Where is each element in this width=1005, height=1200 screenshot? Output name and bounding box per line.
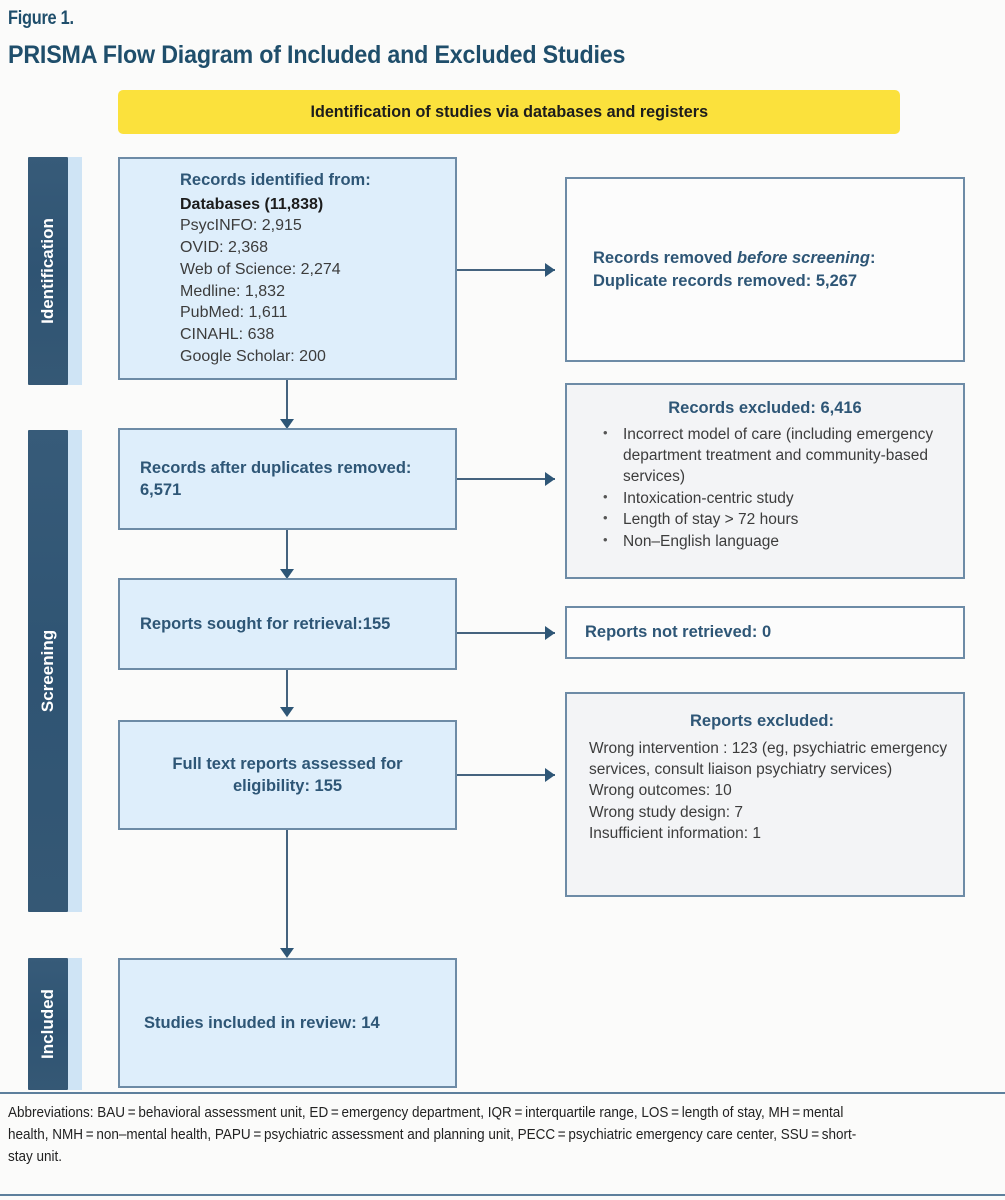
connector-line-fulltext-to-reportsexcluded [457, 774, 555, 776]
records-removed-line1: Records removed before screening: [593, 247, 949, 269]
reports-excluded-item-2: Wrong study design: 7 [589, 803, 743, 821]
stage-bar-identification: Identification [28, 157, 68, 385]
reports-excluded-item-0: Wrong intervention : 123 (eg, psychiatri… [589, 740, 948, 779]
reports-not-retrieved-text: Reports not retrieved: 0 [585, 623, 772, 642]
records-identified-line-0: Databases (11,838) [180, 195, 324, 213]
connector-arrow-identified-to-removed [545, 263, 555, 277]
reports-excluded-heading: Reports excluded: [690, 712, 834, 730]
records-identified-line-3: Web of Science: 2,274 [180, 260, 341, 278]
records-identified-heading: Records identified from: [180, 171, 371, 190]
records-excluded-list: Incorrect model of care (including emerg… [581, 424, 949, 553]
footer-divider-top [0, 1092, 1005, 1094]
figure-title: PRISMA Flow Diagram of Included and Excl… [8, 41, 626, 69]
connector-arrow-dedup-to-excluded [545, 472, 555, 486]
box-records-identified: Records identified from: Databases (11,8… [118, 157, 457, 380]
stage-label-identification: Identification [38, 218, 57, 324]
connector-line-sought-to-notretrieved [457, 632, 555, 634]
reports-excluded-item-3: Insufficient information: 1 [589, 824, 762, 842]
records-excluded-item-2: Length of stay > 72 hours [603, 509, 949, 531]
identification-banner-label: Identification of studies via databases … [310, 102, 708, 121]
records-excluded-item-3: Non–English language [603, 531, 949, 553]
box-records-removed: Records removed before screening: Duplic… [565, 177, 965, 362]
connector-line-dedup-to-sought [286, 530, 288, 576]
footer-divider-bottom [0, 1194, 1005, 1196]
stage-accent-included [68, 958, 82, 1090]
connector-arrow-identified-to-dedup [280, 419, 294, 429]
reports-sought-text: Reports sought for retrieval:155 [140, 614, 391, 633]
connector-arrow-fulltext-to-reportsexcluded [545, 768, 555, 782]
records-removed-line1-pre: Records removed [593, 249, 737, 268]
box-reports-excluded: Reports excluded: Wrong intervention : 1… [565, 692, 965, 897]
studies-included-text: Studies included in review: 14 [144, 1013, 380, 1032]
records-identified-line-1: PsycINFO: 2,915 [180, 217, 302, 235]
reports-excluded-list: Wrong intervention : 123 (eg, psychiatri… [589, 738, 949, 843]
records-identified-line-5: PubMed: 1,611 [180, 304, 288, 322]
stage-bar-included: Included [28, 958, 68, 1090]
records-excluded-heading: Records excluded: 6,416 [668, 399, 862, 417]
connector-line-sought-to-fulltext [286, 670, 288, 710]
box-records-excluded: Records excluded: 6,416 Incorrect model … [565, 383, 965, 579]
connector-line-identified-to-dedup [286, 380, 288, 426]
stage-accent-identification [68, 157, 82, 385]
full-text-assessed-line1: Full text reports assessed for [172, 754, 403, 773]
stage-bar-screening: Screening [28, 430, 68, 912]
records-removed-line2: Duplicate records removed: 5,267 [593, 271, 858, 290]
records-after-duplicates-text: Records after duplicates removed: 6,571 [140, 458, 412, 499]
reports-excluded-item-1: Wrong outcomes: 10 [589, 782, 732, 800]
records-excluded-item-1: Intoxication-centric study [603, 488, 949, 510]
stage-accent-screening [68, 430, 82, 912]
connector-arrow-dedup-to-sought [280, 569, 294, 579]
connector-line-identified-to-removed [457, 269, 555, 271]
records-identified-line-4: Medline: 1,832 [180, 282, 285, 300]
records-removed-line1-post: : [869, 249, 876, 268]
connector-line-dedup-to-excluded [457, 478, 555, 480]
records-removed-line1-italic: before screening [736, 249, 870, 268]
connector-arrow-sought-to-notretrieved [545, 626, 555, 640]
records-excluded-item-0: Incorrect model of care (including emerg… [603, 424, 949, 487]
abbreviations-note: Abbreviations: BAU = behavioral assessme… [8, 1104, 857, 1165]
stage-label-included: Included [38, 989, 57, 1059]
box-records-after-duplicates: Records after duplicates removed: 6,571 [118, 428, 457, 530]
connector-arrow-fulltext-to-included [280, 948, 294, 958]
box-full-text-assessed: Full text reports assessed for eligibili… [118, 720, 457, 830]
box-reports-sought: Reports sought for retrieval:155 [118, 578, 457, 670]
records-identified-line-2: OVID: 2,368 [180, 239, 269, 257]
records-identified-line-7: Google Scholar: 200 [180, 347, 326, 365]
records-identified-line-6: CINAHL: 638 [180, 326, 275, 344]
box-reports-not-retrieved: Reports not retrieved: 0 [565, 606, 965, 659]
connector-arrow-sought-to-fulltext [280, 707, 294, 717]
connector-line-fulltext-to-included [286, 830, 288, 952]
full-text-assessed-line2: eligibility: 155 [232, 777, 343, 795]
box-studies-included: Studies included in review: 14 [118, 958, 457, 1088]
identification-banner: Identification of studies via databases … [118, 90, 900, 134]
stage-label-screening: Screening [38, 629, 57, 713]
figure-label: Figure 1. [8, 8, 74, 29]
